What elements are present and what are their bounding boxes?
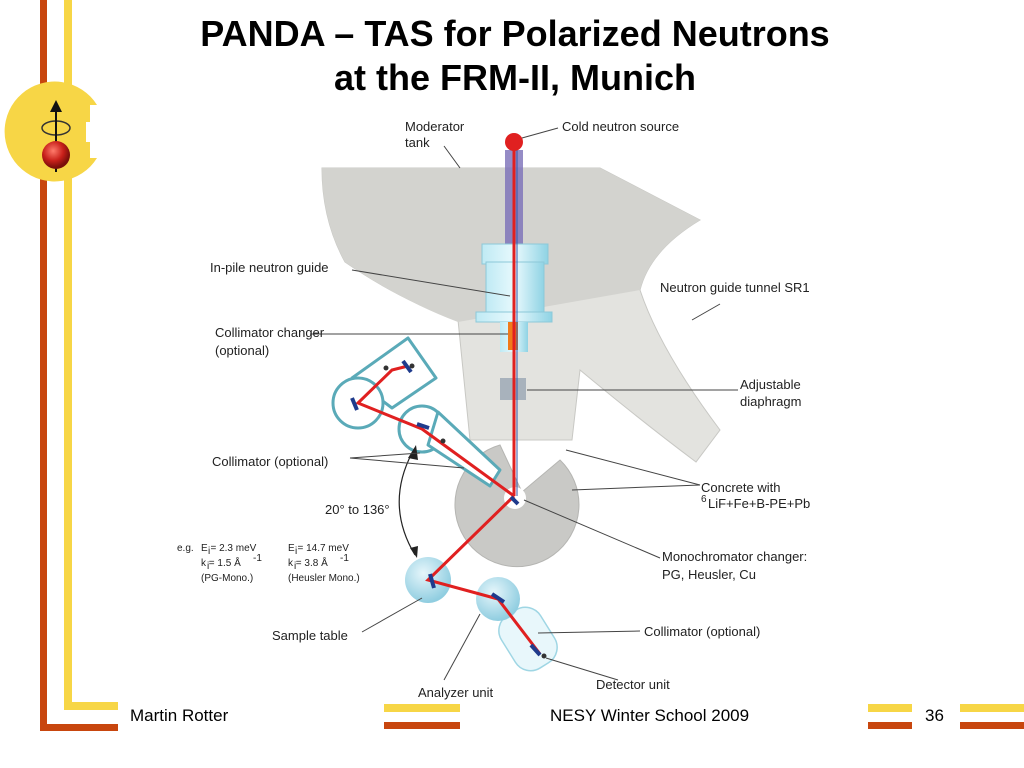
- pg-wavevector: k = 1.5 Å: [201, 556, 241, 569]
- label-sample-table: Sample table: [272, 628, 348, 643]
- footer-page-number: 36: [925, 706, 944, 725]
- label-collimator-optional-2: Collimator (optional): [644, 624, 760, 639]
- label-concrete-superscript: 6: [701, 494, 707, 505]
- bottom-orange-stripe: [40, 724, 118, 731]
- slide-title: PANDA – TAS for Polarized Neutrons at th…: [140, 12, 890, 100]
- label-angle: 20° to 136°: [325, 502, 390, 517]
- label-diaphragm-line2: diaphragm: [740, 394, 801, 409]
- pg-energy-sub: i: [208, 546, 210, 557]
- example-parameters: e.g. E = 2.3 meV i k = 1.5 Å i -1 (PG-Mo…: [177, 543, 360, 584]
- heusler-wavevector-sup: -1: [340, 553, 349, 564]
- label-detector-unit: Detector unit: [596, 677, 670, 692]
- heusler-wavevector-sub: i: [294, 561, 296, 572]
- cold-source-icon: [505, 133, 523, 151]
- footer-mid-orange: [384, 722, 460, 729]
- collimator-arm: [331, 336, 515, 498]
- leader-lines: [310, 127, 738, 681]
- pg-wavevector-sup: -1: [253, 553, 262, 564]
- label-mono-changer-line1: Monochromator changer:: [662, 549, 807, 564]
- heusler-energy: E = 14.7 meV: [288, 543, 349, 554]
- label-collimator-changer-line2: (optional): [215, 343, 269, 358]
- label-moderator-line2: tank: [405, 135, 430, 150]
- heusler-name: (Heusler Mono.): [288, 573, 360, 584]
- label-cold-source: Cold neutron source: [562, 119, 679, 134]
- instrument-diagram: Moderator tank Cold neutron source In-pi…: [4, 81, 810, 700]
- footer-right-orange: [868, 722, 912, 729]
- label-concrete-line2: LiF+Fe+B-PE+Pb: [708, 496, 810, 511]
- footer-far-yellow: [960, 704, 1024, 712]
- label-mono-changer-line2: PG, Heusler, Cu: [662, 567, 756, 582]
- beam-guide: [475, 133, 553, 496]
- title-line-2: at the FRM-II, Munich: [334, 57, 696, 98]
- label-concrete-line1: Concrete with: [701, 480, 780, 495]
- scattering-arm: [405, 494, 558, 672]
- footer-right-yellow: [868, 704, 912, 712]
- label-diaphragm-line1: Adjustable: [740, 377, 801, 392]
- label-inpile-guide: In-pile neutron guide: [210, 260, 329, 275]
- label-collimator-changer-line1: Collimator changer: [215, 325, 325, 340]
- label-analyzer-unit: Analyzer unit: [418, 685, 494, 700]
- pg-energy: E = 2.3 meV: [201, 543, 257, 554]
- bottom-yellow-stripe: [64, 702, 118, 710]
- neutron-spin-logo-icon: [4, 81, 108, 182]
- left-yellow-stripe: [64, 0, 72, 708]
- angle-arc-arrow: [398, 452, 416, 556]
- label-moderator-line1: Moderator: [405, 119, 465, 134]
- label-guide-tunnel: Neutron guide tunnel SR1: [660, 280, 810, 295]
- pg-name: (PG-Mono.): [201, 573, 253, 584]
- heusler-energy-sub: i: [295, 546, 297, 557]
- footer-author: Martin Rotter: [130, 706, 229, 725]
- pg-wavevector-sub: i: [207, 561, 209, 572]
- footer-mid-yellow: [384, 704, 460, 712]
- example-prefix: e.g.: [177, 543, 194, 554]
- left-orange-stripe: [40, 0, 47, 730]
- footer-far-orange: [960, 722, 1024, 729]
- heusler-wavevector: k = 3.8 Å: [288, 556, 328, 569]
- footer-event: NESY Winter School 2009: [550, 706, 750, 725]
- label-collimator-optional-1: Collimator (optional): [212, 454, 328, 469]
- title-line-1: PANDA – TAS for Polarized Neutrons: [200, 13, 830, 54]
